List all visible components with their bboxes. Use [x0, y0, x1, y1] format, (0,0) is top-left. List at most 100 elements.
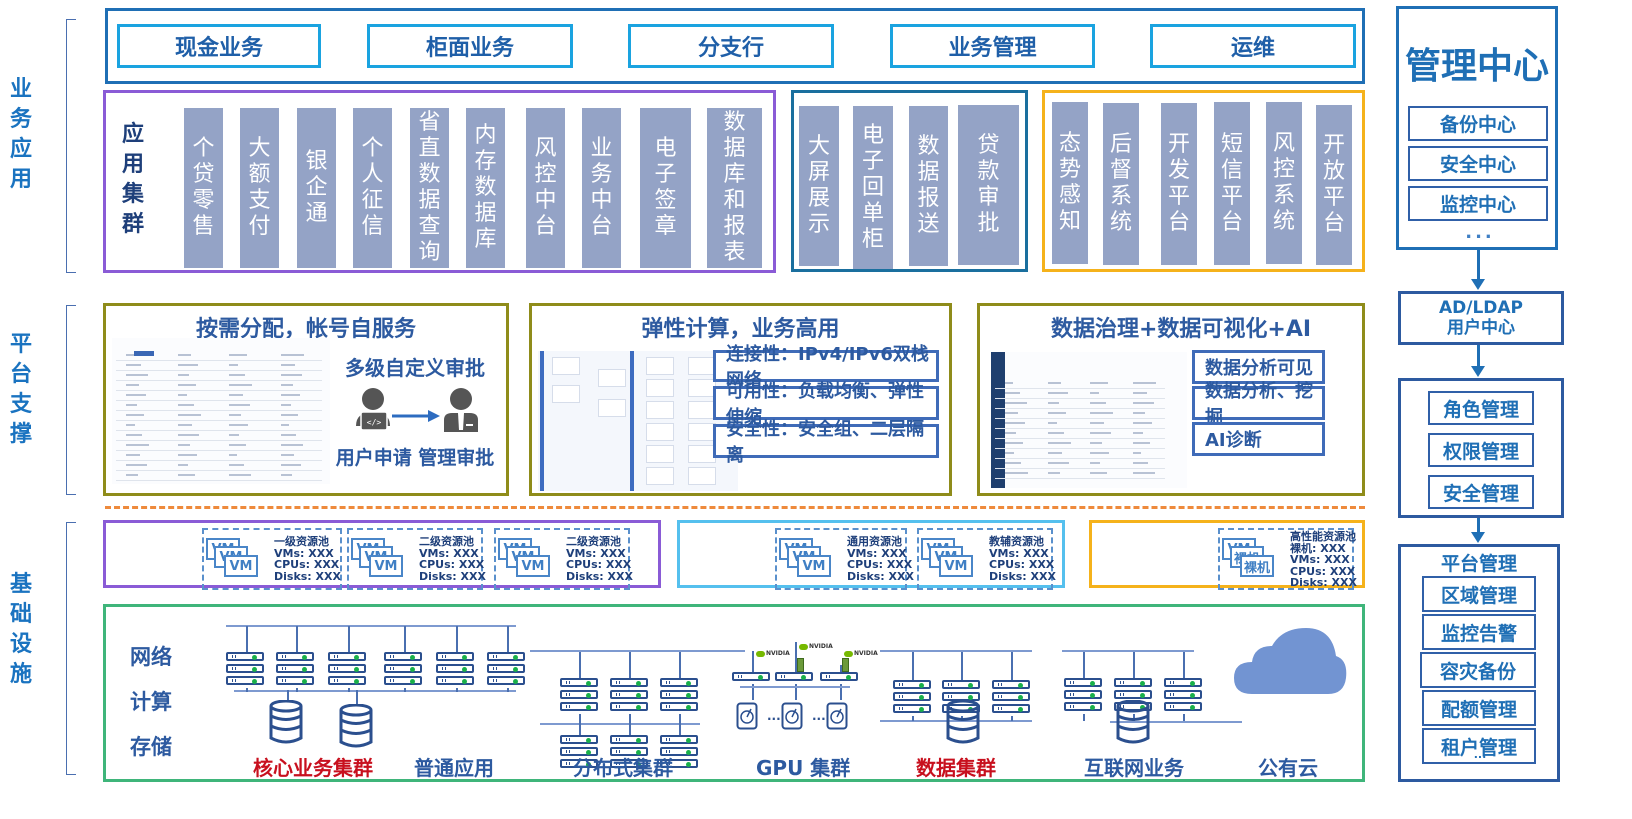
cluster-core-business[interactable]: 核心业务集群 — [253, 756, 373, 780]
service-cash[interactable]: 现金业务 — [117, 24, 321, 68]
disaster-recovery[interactable]: 容灾备份 — [1420, 652, 1536, 688]
mock-cell — [1090, 382, 1108, 384]
monitoring-alerts[interactable]: 监控告警 — [1422, 614, 1536, 650]
disk-icon — [826, 702, 848, 730]
pool-stat-line: VMs: XXX — [419, 546, 479, 560]
mock-cell — [177, 404, 194, 406]
g1-app-0[interactable]: 个贷零售 — [184, 108, 223, 268]
g1-app-7[interactable]: 业务中台 — [582, 108, 621, 268]
mock-row-line — [116, 400, 322, 401]
cluster-public-cloud[interactable]: 公有云 — [1258, 756, 1318, 780]
server-icon — [487, 676, 525, 685]
cluster-distributed[interactable]: 分布式集群 — [573, 756, 673, 780]
g1-app-2[interactable]: 银企通 — [297, 108, 336, 268]
mock-cell — [177, 374, 189, 376]
vm-stack-icon: VM — [516, 555, 550, 577]
service-ops[interactable]: 运维 — [1150, 24, 1356, 68]
pool-stat-line: VMs: XXX — [989, 546, 1049, 560]
service-counter[interactable]: 柜面业务 — [367, 24, 573, 68]
g3-app-4[interactable]: 风控系统 — [1266, 102, 1302, 264]
connector-line — [1477, 250, 1480, 280]
app-label: 电子签章 — [654, 136, 677, 239]
server-icon — [660, 747, 698, 756]
g3-app-2[interactable]: 开发平台 — [1161, 103, 1197, 265]
g2-app-1[interactable]: 电子回单柜 — [853, 106, 893, 269]
feature-security: 安全性：安全组、二层隔离 — [713, 419, 939, 466]
monitoring-center[interactable]: 监控中心 — [1408, 186, 1548, 221]
g1-app-8[interactable]: 电子签章 — [640, 108, 691, 268]
server-icon — [1064, 678, 1102, 687]
g1-app-1[interactable]: 大额支付 — [240, 108, 279, 268]
pool-name: 通用资源池 — [847, 535, 902, 548]
mock-row-line — [995, 408, 1165, 409]
pool-secondary-b[interactable] — [494, 528, 630, 590]
pool-secondary-a[interactable] — [347, 528, 483, 590]
g1-app-6[interactable]: 风控中台 — [526, 108, 565, 268]
pool-primary[interactable] — [202, 528, 342, 590]
permission-management[interactable]: 权限管理 — [1428, 433, 1534, 467]
server-icon — [328, 676, 366, 685]
mock-cell — [229, 364, 238, 366]
user-center-box[interactable]: AD/LDAP 用户中心 — [1398, 291, 1564, 345]
gpu-card-icon — [842, 658, 849, 672]
app-label: 业务中台 — [590, 136, 613, 239]
g2-app-2[interactable]: 数据报送 — [909, 106, 948, 266]
network-link — [356, 690, 358, 704]
g3-app-3[interactable]: 短信平台 — [1214, 102, 1250, 265]
mock-cell — [1005, 432, 1016, 434]
mock-cell — [1005, 402, 1027, 404]
network-link — [752, 651, 754, 672]
pool-stat-line: Disks: XXX — [1290, 576, 1357, 589]
cluster-internet-business[interactable]: 互联网业务 — [1084, 756, 1184, 780]
cluster-general-apps[interactable]: 普通应用 — [414, 756, 494, 780]
quota-management[interactable]: 配额管理 — [1422, 690, 1536, 726]
service-biz-mgmt[interactable]: 业务管理 — [890, 24, 1095, 68]
disk-icon — [781, 702, 803, 730]
resource-pool-frame-purple — [103, 520, 661, 588]
network-link — [629, 652, 631, 678]
g1-app-3[interactable]: 个人征信 — [353, 108, 392, 268]
g2-app-3[interactable]: 贷款审批 — [958, 105, 1019, 265]
mock-row-line — [116, 440, 322, 441]
g1-app-5[interactable]: 内存数据库 — [466, 108, 505, 268]
region-management[interactable]: 区域管理 — [1422, 576, 1536, 612]
pool-stat-line: Disks: XXX — [847, 569, 914, 583]
mock-cell — [1090, 392, 1099, 394]
layer-label-text: 平台支撑 — [9, 332, 32, 447]
pool-general[interactable] — [775, 528, 907, 590]
g3-app-5[interactable]: 开放平台 — [1316, 105, 1352, 265]
mock-cell — [280, 404, 291, 406]
g1-app-4[interactable]: 省直数据查询 — [410, 108, 449, 268]
tenant-management[interactable]: 租户管理 — [1422, 728, 1536, 764]
mock-cell — [1090, 422, 1104, 424]
service-branch[interactable]: 分支行 — [628, 24, 834, 68]
mock-cell — [229, 394, 243, 396]
server-icon — [384, 652, 422, 661]
backup-center[interactable]: 备份中心 — [1408, 106, 1548, 141]
g3-app-0[interactable]: 态势感知 — [1052, 102, 1088, 264]
mock-cell — [1090, 462, 1100, 464]
cluster-gpu[interactable]: GPU 集群 — [756, 756, 851, 780]
mock-topology-node — [688, 467, 716, 485]
cluster-data[interactable]: 数据集群 — [916, 756, 996, 780]
mock-cell — [1132, 412, 1145, 414]
mock-topology-node — [598, 399, 626, 417]
mock-cell — [177, 424, 192, 426]
pool-name: 二级资源池 — [566, 535, 621, 548]
server-icon — [610, 759, 648, 768]
network-link — [961, 652, 963, 680]
g1-app-9[interactable]: 数据库和报表 — [707, 108, 762, 268]
server-icon — [560, 735, 598, 744]
role-management[interactable]: 角色管理 — [1428, 391, 1534, 425]
g2-app-0[interactable]: 大屏展示 — [799, 106, 839, 266]
pool-high-performance[interactable] — [1218, 528, 1354, 590]
mock-cell — [229, 424, 248, 426]
server-icon — [276, 652, 314, 661]
mock-topology-node — [646, 379, 674, 397]
security-management[interactable]: 安全管理 — [1428, 475, 1534, 509]
pool-teaching[interactable] — [917, 528, 1053, 590]
g3-app-1[interactable]: 后督系统 — [1103, 103, 1139, 265]
security-center[interactable]: 安全中心 — [1408, 146, 1548, 181]
server-icon — [384, 676, 422, 685]
